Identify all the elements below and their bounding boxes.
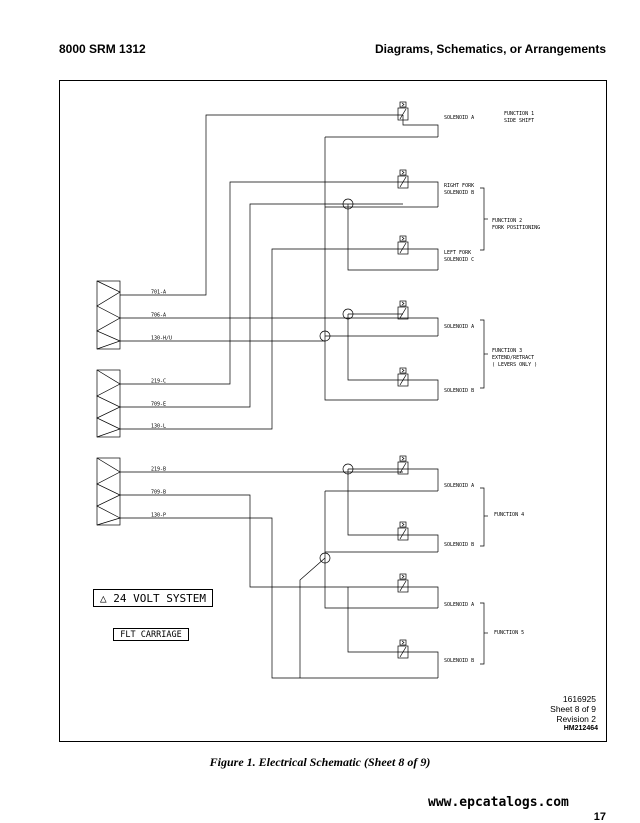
svg-text:FUNCTION 5: FUNCTION 5 <box>494 630 524 636</box>
solenoid-symbol <box>397 101 409 121</box>
solenoid-symbol <box>397 521 409 541</box>
solenoid-label: SOLENOID A <box>444 602 474 608</box>
solenoid-label: SOLENOID B <box>444 542 474 548</box>
drawing-id: HM212464 <box>563 725 598 732</box>
function-label: FUNCTION 4 <box>494 512 524 518</box>
solenoid-symbol <box>397 455 409 475</box>
wire-label: 701-A <box>151 290 166 296</box>
wire-label: 130-H/U <box>151 336 172 342</box>
voltage-text: 24 VOLT SYSTEM <box>113 592 206 605</box>
schematic-frame <box>59 80 607 742</box>
svg-text:SOLENOID A: SOLENOID A <box>444 483 474 489</box>
svg-text:FUNCTION 4: FUNCTION 4 <box>494 512 524 518</box>
svg-text:SOLENOID A: SOLENOID A <box>444 324 474 330</box>
page-header-left: 8000 SRM 1312 <box>59 42 146 56</box>
svg-text:SOLENOID C: SOLENOID C <box>444 257 474 263</box>
wire-label: 219-B <box>151 467 166 473</box>
svg-text:SOLENOID B: SOLENOID B <box>444 542 474 548</box>
solenoid-symbol <box>397 300 409 320</box>
svg-text:SOLENOID B: SOLENOID B <box>444 658 474 664</box>
svg-text:SOLENOID B: SOLENOID B <box>444 190 474 196</box>
figure-caption: Figure 1. Electrical Schematic (Sheet 8 … <box>209 755 431 769</box>
voltage-note: △ 24 VOLT SYSTEM <box>93 589 213 607</box>
wire-label: 709-E <box>151 402 166 408</box>
svg-text:FUNCTION 2: FUNCTION 2 <box>492 218 522 224</box>
svg-text:( LEVERS ONLY ): ( LEVERS ONLY ) <box>492 362 537 368</box>
solenoid-label: SOLENOID B <box>444 388 474 394</box>
solenoid-symbol <box>397 639 409 659</box>
wire-label: 709-B <box>151 490 166 496</box>
page-number: 17 <box>593 811 606 823</box>
solenoid-symbol <box>397 367 409 387</box>
svg-text:SIDE SHIFT: SIDE SHIFT <box>504 118 534 124</box>
drawing-sheet: Sheet 8 of 9 <box>550 704 596 714</box>
svg-text:LEFT FORK: LEFT FORK <box>444 250 471 256</box>
solenoid-label: SOLENOID A <box>444 483 474 489</box>
drawing-number: 1616925 <box>562 694 596 704</box>
svg-text:EXTEND/RETRACT: EXTEND/RETRACT <box>492 355 534 361</box>
svg-text:FORK POSITIONING: FORK POSITIONING <box>492 225 540 231</box>
solenoid-symbol <box>397 169 409 189</box>
wire-label: 706-A <box>151 313 166 319</box>
svg-text:SOLENOID B: SOLENOID B <box>444 388 474 394</box>
solenoid-label: SOLENOID B <box>444 658 474 664</box>
svg-text:RIGHT FORK: RIGHT FORK <box>444 183 474 189</box>
svg-text:FUNCTION 3: FUNCTION 3 <box>492 348 522 354</box>
wire-label: 219-C <box>151 379 166 385</box>
carriage-note: FLT CARRIAGE <box>113 628 189 641</box>
solenoid-label: SOLENOID A <box>444 115 474 121</box>
svg-text:FUNCTION 1: FUNCTION 1 <box>504 111 534 117</box>
solenoid-label: SOLENOID A <box>444 324 474 330</box>
drawing-revision: Revision 2 <box>556 714 596 724</box>
svg-text:SOLENOID A: SOLENOID A <box>444 602 474 608</box>
page-header-right: Diagrams, Schematics, or Arrangements <box>375 42 606 56</box>
svg-text:SOLENOID A: SOLENOID A <box>444 115 474 121</box>
wire-label: 130-P <box>151 513 166 519</box>
warning-triangle-icon: △ <box>100 592 107 605</box>
function-label: FUNCTION 5 <box>494 630 524 636</box>
solenoid-symbol <box>397 235 409 255</box>
footer-url[interactable]: www.epcatalogs.com <box>428 795 569 810</box>
solenoid-symbol <box>397 573 409 593</box>
wire-label: 130-L <box>151 424 166 430</box>
